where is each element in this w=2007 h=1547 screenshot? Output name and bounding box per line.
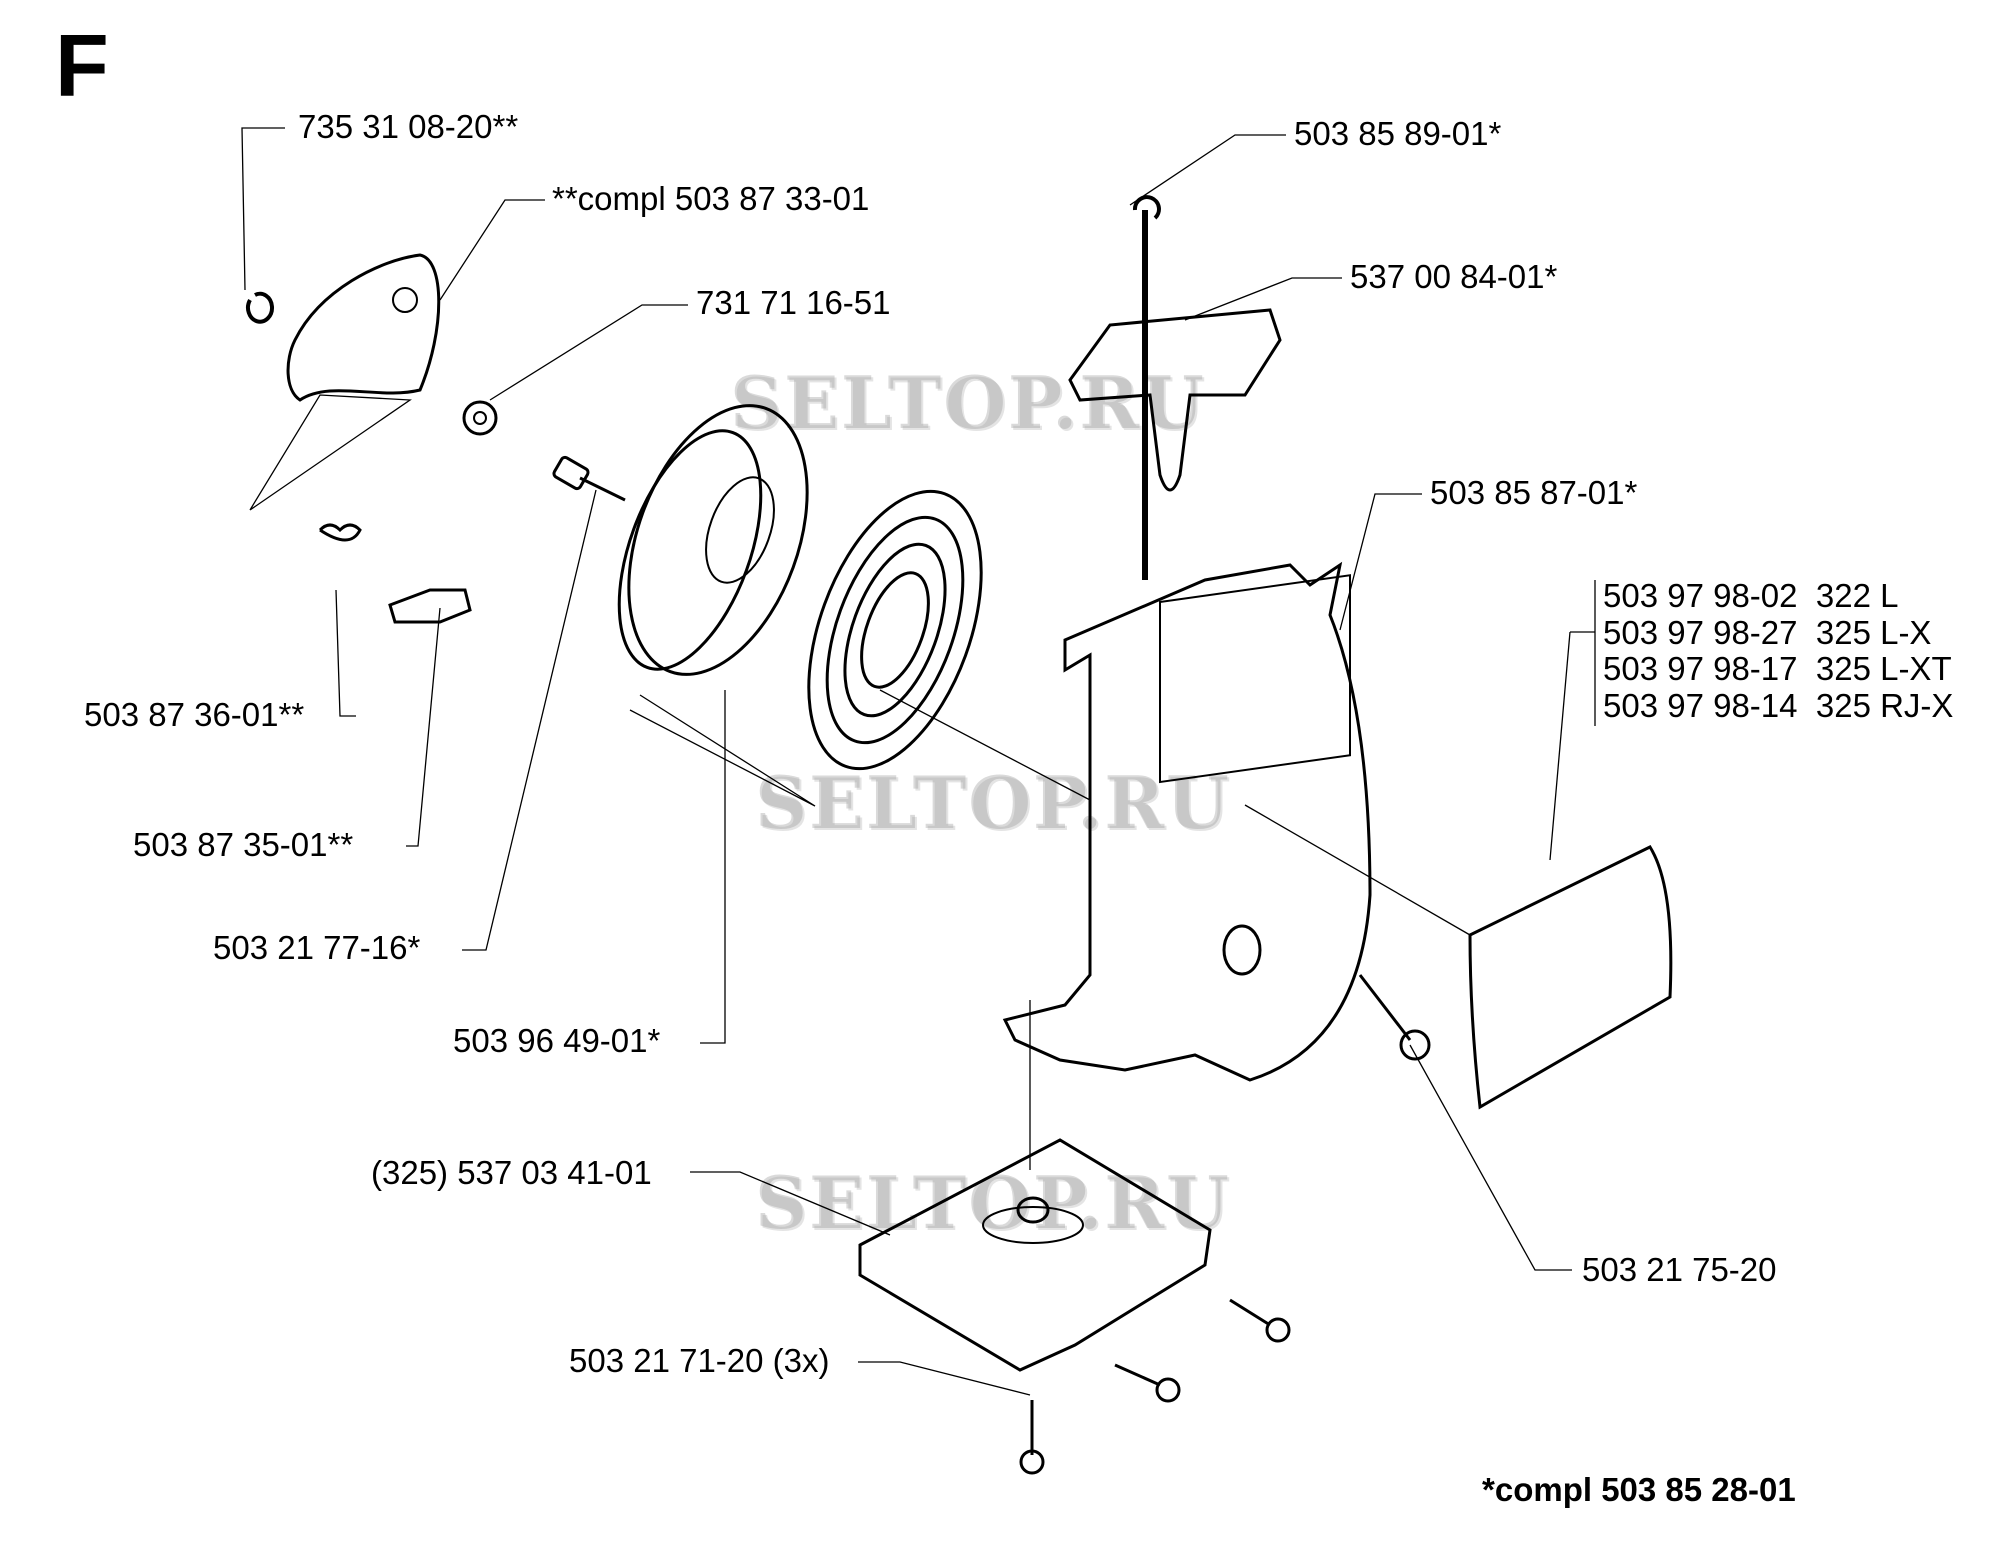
decal-row: 503 97 98-27 325 L-X	[1603, 613, 1932, 651]
circlip	[246, 291, 275, 324]
part-label: 537 00 84-01*	[1350, 258, 1558, 295]
decal-list: 503 97 98-02 322 L 503 97 98-27 325 L-X …	[1603, 577, 1954, 724]
nut	[462, 400, 498, 436]
recoil-spring	[807, 489, 983, 771]
part-label: 503 21 77-16*	[213, 929, 421, 966]
bracket	[858, 1138, 1212, 1372]
watermark: SELTOP.RU	[755, 760, 1231, 845]
part-label: 731 71 16-51	[696, 284, 891, 321]
part-label: 503 87 36-01**	[84, 696, 305, 733]
decal	[1468, 845, 1673, 1110]
part-label: 503 85 89-01*	[1294, 115, 1502, 152]
screw	[1229, 1298, 1291, 1343]
part-label: 503 21 71-20 (3x)	[569, 1342, 830, 1379]
decal-row: 503 97 98-14 325 RJ-X	[1603, 686, 1954, 724]
leader-lines	[241, 127, 1596, 1396]
part-label: 735 31 08-20**	[298, 108, 519, 145]
screw	[1019, 1400, 1045, 1475]
spring	[318, 523, 362, 542]
decal-row: 503 97 98-17 325 L-XT	[1603, 650, 1952, 687]
pawl-cover	[286, 253, 441, 402]
part-label: 503 85 87-01*	[1430, 474, 1638, 511]
part-label: 503 21 75-20	[1582, 1251, 1777, 1288]
complete-kit-note: *compl 503 85 28-01	[1482, 1471, 1796, 1508]
screw	[1114, 1363, 1181, 1403]
screw	[552, 455, 626, 502]
part-label: 503 96 49-01*	[453, 1022, 661, 1059]
part-label: 503 87 35-01**	[133, 826, 354, 863]
screw	[1358, 974, 1431, 1061]
section-letter: F	[55, 16, 109, 115]
pulley	[627, 404, 809, 676]
part-label: **compl 503 87 33-01	[552, 180, 870, 217]
watermark: SELTOP.RU	[730, 360, 1206, 445]
decal-row: 503 97 98-02 322 L	[1603, 577, 1899, 614]
part-label: (325) 537 03 41-01	[371, 1154, 652, 1191]
starter-housing	[1002, 561, 1372, 1082]
pawl	[388, 588, 472, 624]
starter-handle	[1068, 308, 1282, 492]
rope-hook	[1132, 195, 1161, 220]
